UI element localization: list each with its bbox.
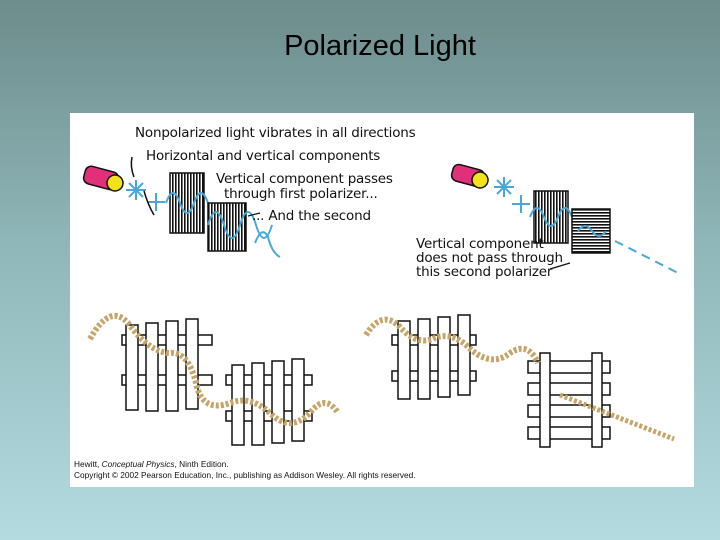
label-and-second: ... And the second	[252, 208, 371, 224]
label-blocked-3: this second polarizer	[416, 264, 553, 280]
rope-right-after	[559, 392, 675, 442]
pointer-arrow	[130, 156, 135, 178]
polarization-figure: Nonpolarized light vibrates in all direc…	[70, 113, 694, 487]
all-directions-star-icon	[126, 180, 146, 200]
blocked-beam	[614, 240, 683, 276]
flashlight-right	[450, 163, 489, 189]
polarization-illustration: Nonpolarized light vibrates in all direc…	[74, 125, 683, 480]
label-blocked-2: does not pass through	[416, 250, 563, 266]
rope-right	[363, 316, 541, 365]
credit-line-1: Hewitt, Conceptual Physics, Ninth Editio…	[74, 459, 229, 469]
bulb-icon	[471, 171, 489, 189]
label-blocked-1: Vertical component	[416, 236, 544, 252]
fence-vertical-2	[225, 358, 313, 446]
components-cross-icon	[512, 195, 530, 213]
transmitted-wave-left	[254, 231, 281, 258]
all-directions-star-icon	[494, 177, 514, 197]
components-cross-icon	[147, 193, 165, 211]
rope-left	[87, 312, 341, 426]
label-vertical-passes-2: through first polarizer...	[224, 186, 378, 202]
flashlight-left	[82, 165, 124, 192]
first-polarizer-left	[169, 172, 205, 234]
bulb-icon	[106, 174, 124, 192]
label-components: Horizontal and vertical components	[146, 148, 380, 164]
fence-horizontal	[527, 352, 611, 448]
first-polarizer-right	[533, 190, 569, 244]
label-nonpolarized: Nonpolarized light vibrates in all direc…	[135, 125, 416, 141]
label-vertical-passes-1: Vertical component passes	[216, 171, 393, 187]
slide-title: Polarized Light	[284, 30, 476, 62]
credit-line-2: Copyright © 2002 Pearson Education, Inc.…	[74, 470, 416, 480]
